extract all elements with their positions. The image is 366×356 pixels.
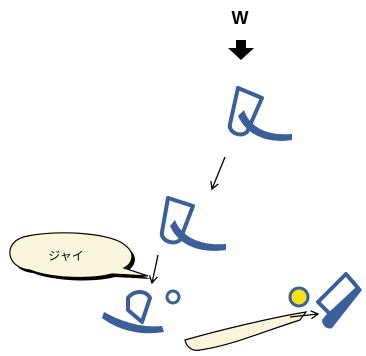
arrow-step-1 <box>210 156 226 191</box>
piece-middle-block <box>159 196 195 245</box>
piece-middle <box>159 196 226 251</box>
piece-top-block <box>227 86 264 137</box>
piece-bottom-left-blade <box>102 312 164 334</box>
piece-bottom-left <box>102 289 181 334</box>
piece-middle-blade <box>170 220 226 251</box>
piece-bottom-right <box>316 272 362 329</box>
speech-bubble-shape <box>9 232 149 279</box>
piece-bottom-right-block <box>316 272 360 316</box>
piece-bottom-left-block <box>126 290 152 324</box>
arrow-step-2 <box>148 254 159 285</box>
solid-down-arrow-icon <box>228 40 254 60</box>
arrow-ball-direction <box>289 310 320 320</box>
speech-bubble-text: ジャイ <box>48 249 83 263</box>
speech-bubble: ジャイ <box>9 232 151 281</box>
ball-trail <box>184 311 308 351</box>
piece-top <box>227 86 292 141</box>
piece-top-blade <box>238 110 292 141</box>
ball-icon <box>288 286 310 308</box>
top-label-w: W <box>232 8 249 28</box>
piece-bottom-left-ring <box>165 289 181 305</box>
